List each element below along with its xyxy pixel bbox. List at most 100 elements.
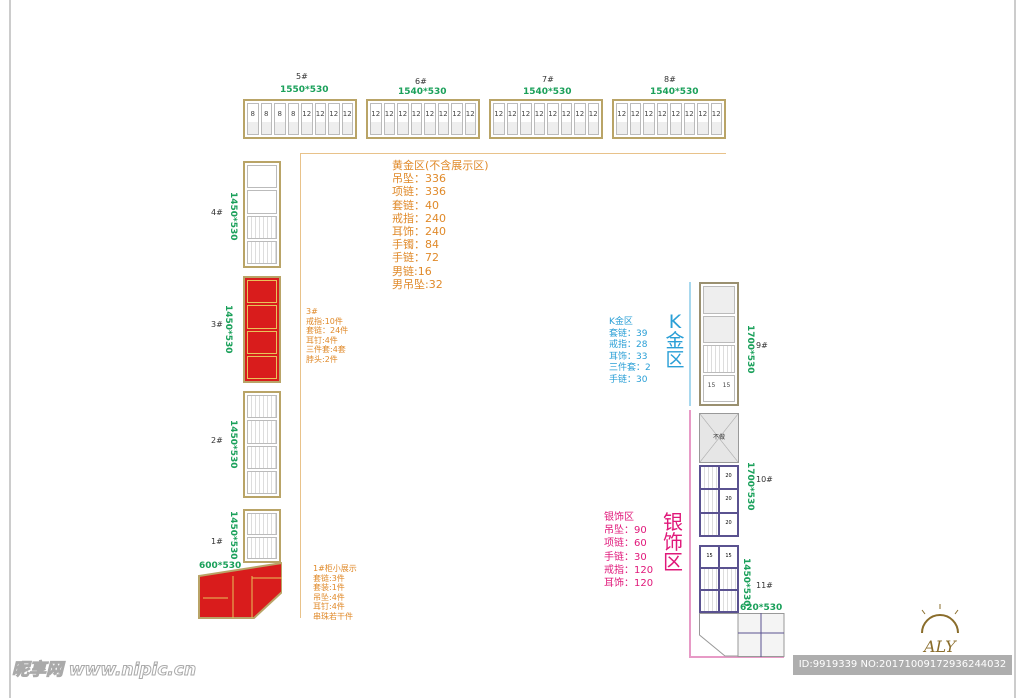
aly-logo-text: ALY <box>922 637 957 656</box>
cabinet-5-label: 5# <box>296 72 308 81</box>
cabinet-7-dims: 1540*530 <box>523 87 572 97</box>
cabinet-7-label: 7# <box>542 75 554 84</box>
k-item: 三件套：2 <box>609 363 651 373</box>
note-item: 串珠若干件 <box>313 611 353 621</box>
silver-item: 手链：30 <box>604 551 647 563</box>
cabinet-2-dims: 1450*530 <box>228 420 238 469</box>
cell: 12 <box>437 103 449 135</box>
cabinet-3-dims: 1450*530 <box>223 305 233 354</box>
note-item: 耳钉:4件 <box>306 335 338 345</box>
cabinet-10-unused: 不做 <box>699 413 739 463</box>
cell <box>247 420 277 444</box>
cabinet-1-dims: 1450*530 <box>228 511 238 560</box>
cabinet-3-note: 3# 戒指:10件 套链：24件 耳钉:4件 三件套:4套 脖头:2件 <box>306 307 348 364</box>
cabinet-1-extra-dims: 600*530 <box>199 561 242 571</box>
k-item: 手链：30 <box>609 374 648 385</box>
cell: 12 <box>370 103 382 135</box>
cell: 15 <box>719 546 738 568</box>
cabinet-6-dims: 1540*530 <box>398 87 447 97</box>
note-item: 套链:3件 <box>313 573 345 583</box>
cell <box>700 568 719 590</box>
cabinet-11-corner[interactable] <box>699 613 785 657</box>
gold-item: 套链：40 <box>392 198 439 212</box>
cabinet-2[interactable] <box>243 391 281 498</box>
cell <box>700 489 719 513</box>
note-item: 耳钉:4件 <box>313 602 345 611</box>
cell: 12 <box>670 103 682 135</box>
cabinet-5-dims: 1550*530 <box>280 85 329 95</box>
cell: 8 <box>247 103 259 135</box>
note-title: 1#柜小展示 <box>313 564 357 573</box>
cell: 20 <box>719 512 738 536</box>
cell <box>247 395 277 419</box>
cell: 12 <box>616 103 628 135</box>
cabinet-9-dims: 1700*530 <box>745 325 755 374</box>
cell-count: 15 <box>707 381 716 389</box>
gold-item: 戒指：240 <box>392 211 446 225</box>
note-title: 3# <box>306 307 318 316</box>
gold-zone-top-line <box>300 153 726 154</box>
cabinet-10[interactable]: 20 20 20 <box>699 465 739 537</box>
silver-zone-big-label: 银饰区 <box>663 510 683 574</box>
cabinet-11-dims: 1450*530 <box>741 558 751 607</box>
gold-item: 男链:16 <box>392 264 432 278</box>
cell <box>719 590 738 612</box>
cell: 12 <box>328 103 340 135</box>
cabinet-3[interactable] <box>243 276 281 383</box>
cell: 12 <box>629 103 641 135</box>
silver-item: 吊坠：90 <box>604 525 647 537</box>
cell: 12 <box>383 103 395 135</box>
gold-item: 项链：336 <box>392 185 446 199</box>
gold-item: 耳饰：240 <box>392 225 446 239</box>
cell <box>700 512 719 536</box>
cabinet-8-label: 8# <box>664 75 676 84</box>
cell <box>719 568 738 590</box>
cell <box>703 315 735 343</box>
note-item: 套链：24件 <box>306 326 349 335</box>
cell: 12 <box>710 103 722 135</box>
silver-zone-title: 银饰区 <box>604 512 634 523</box>
cell: 12 <box>547 103 559 135</box>
cell <box>247 513 277 535</box>
cabinet-11-label: 11# <box>756 581 773 590</box>
cell: 12 <box>341 103 353 135</box>
gold-item: 吊坠：336 <box>392 172 446 186</box>
cell: 8 <box>260 103 272 135</box>
cell <box>703 286 735 314</box>
cell: 15 <box>700 546 719 568</box>
silver-item: 戒指：120 <box>604 564 654 576</box>
cell <box>700 590 719 612</box>
cell: 8 <box>287 103 299 135</box>
k-zone-line <box>689 282 691 406</box>
gold-zone-summary: 黄金区(不含展示区) 吊坠：336 项链：336 套链：40 戒指：240 耳饰… <box>392 159 489 291</box>
cell: 12 <box>493 103 505 135</box>
k-zone-summary: K金区 套链：39 戒指：28 耳饰：33 三件套：2 手链：30 <box>609 317 651 386</box>
k-zone-title: K金区 <box>609 317 633 327</box>
cell: 12 <box>656 103 668 135</box>
cabinet-9-label: 9# <box>756 341 768 350</box>
k-zone-big-label: K金区 <box>665 311 685 371</box>
cabinet-4[interactable] <box>243 161 281 268</box>
k-item: 戒指：28 <box>609 340 648 350</box>
gold-item: 手镯：84 <box>392 238 439 252</box>
gold-item: 男吊坠:32 <box>392 277 443 291</box>
cell: 12 <box>697 103 709 135</box>
cabinet-1-display-area[interactable] <box>198 562 282 619</box>
note-item: 戒指:10件 <box>306 316 343 326</box>
cell: 12 <box>301 103 313 135</box>
cell <box>247 355 277 379</box>
cabinet-11-extra-dims: 620*530 <box>740 603 783 613</box>
cell: 12 <box>643 103 655 135</box>
cell: 12 <box>314 103 326 135</box>
cabinet-1[interactable] <box>243 509 281 563</box>
cell <box>247 330 277 354</box>
cabinet-3-label: 3# <box>211 320 223 329</box>
cabinet-2-label: 2# <box>211 436 223 445</box>
